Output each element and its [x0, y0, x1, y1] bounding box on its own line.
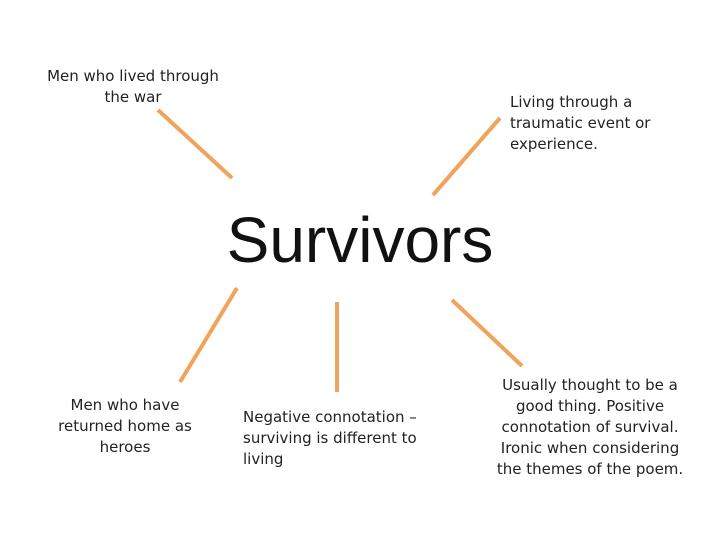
node-top-right-label: Living through a traumatic event or expe…: [510, 93, 651, 153]
connector-bottom-right: [450, 298, 524, 368]
node-top-left-label: Men who lived through the war: [47, 67, 219, 106]
connector-bottom-left: [178, 286, 239, 384]
node-bottom-left-label: Men who have returned home as heroes: [58, 396, 192, 456]
connector-top-right: [431, 116, 502, 197]
node-bottom-middle-label: Negative connotation – surviving is diff…: [243, 408, 417, 468]
node-bottom-right-label: Usually thought to be a good thing. Posi…: [496, 376, 684, 478]
connector-top-left: [156, 108, 234, 180]
center-concept: Survivors: [226, 204, 494, 276]
